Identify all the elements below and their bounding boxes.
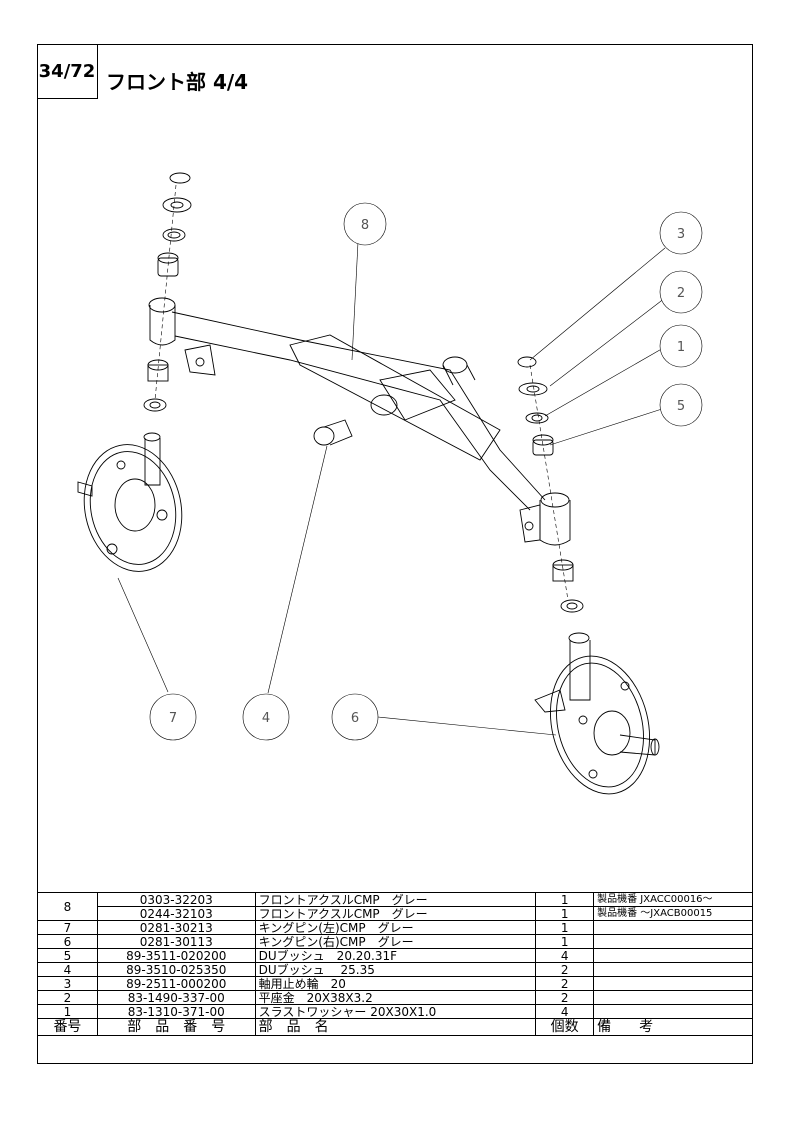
page-title: フロント部 4/4 xyxy=(106,70,249,94)
parts-table: 8 0303-32203 フロントアクスルCMP グレー 1 製品機番 JXAC… xyxy=(37,892,753,1036)
callout-1: 1 xyxy=(659,324,703,368)
table-row: 8 0303-32203 フロントアクスルCMP グレー 1 製品機番 JXAC… xyxy=(37,892,753,921)
svg-text:7: 7 xyxy=(169,711,177,726)
callout-3: 3 xyxy=(659,211,703,255)
col-header-part-number: 部 品 番 号 xyxy=(96,1018,256,1036)
remarks xyxy=(593,990,753,1005)
part-name: フロントアクスルCMP グレー xyxy=(254,906,537,921)
svg-text:2: 2 xyxy=(677,286,685,301)
part-name: フロントアクスルCMP グレー xyxy=(254,892,537,907)
part-name: DUブッシュ 25.35 xyxy=(254,962,537,977)
du-bushings xyxy=(313,356,476,446)
row-number: 3 xyxy=(37,976,98,991)
callout-7: 7 xyxy=(149,693,197,741)
left-hardware-stack xyxy=(143,172,192,412)
table-row: 5 89-3511-020200 DUブッシュ 20.20.31F 4 xyxy=(37,948,753,963)
col-header-remarks: 備 考 xyxy=(593,1018,753,1036)
remarks xyxy=(593,948,753,963)
row-number: 6 xyxy=(37,934,98,949)
part-number: 89-2511-000200 xyxy=(96,976,256,991)
part-name: DUブッシュ 20.20.31F xyxy=(254,948,537,963)
svg-text:3: 3 xyxy=(677,227,685,242)
exploded-parts-diagram: 8 3 2 1 5 7 4 6 xyxy=(77,172,703,795)
part-name: 軸用止め輪 20 xyxy=(254,976,537,991)
part-name: キングピン(右)CMP グレー xyxy=(254,934,537,949)
quantity: 2 xyxy=(535,962,595,977)
right-hardware-stack xyxy=(517,356,584,613)
quantity: 4 xyxy=(535,1004,595,1019)
col-header-part-name: 部 品 名 xyxy=(254,1018,537,1036)
row-number: 4 xyxy=(37,962,98,977)
quantity: 2 xyxy=(535,976,595,991)
row-number: 5 xyxy=(37,948,98,963)
svg-text:5: 5 xyxy=(677,399,685,414)
table-row: 2 83-1490-337-00 平座金 20X38X3.2 2 xyxy=(37,990,753,1005)
part-name: スラストワッシャー 20X30X1.0 xyxy=(254,1004,537,1019)
row-number: 7 xyxy=(37,920,98,935)
right-kingpin xyxy=(534,632,660,795)
part-name: 平座金 20X38X3.2 xyxy=(254,990,537,1005)
table-row: 7 0281-30213 キングピン(左)CMP グレー 1 xyxy=(37,920,753,935)
svg-text:8: 8 xyxy=(361,218,369,233)
remarks xyxy=(593,976,753,991)
remarks xyxy=(593,934,753,949)
quantity: 1 xyxy=(535,920,595,935)
part-number: 89-3510-025350 xyxy=(96,962,256,977)
callout-8: 8 xyxy=(343,202,387,246)
remarks xyxy=(593,920,753,935)
svg-text:1: 1 xyxy=(677,340,685,355)
row-number: 1 xyxy=(37,1004,98,1019)
callout-4: 4 xyxy=(242,693,290,741)
center-lines xyxy=(154,184,569,601)
svg-text:6: 6 xyxy=(351,711,359,726)
table-row: 4 89-3510-025350 DUブッシュ 25.35 2 xyxy=(37,962,753,977)
table-row: 3 89-2511-000200 軸用止め輪 20 2 xyxy=(37,976,753,991)
callout-6: 6 xyxy=(331,693,379,741)
remarks xyxy=(593,1004,753,1019)
part-number: 83-1490-337-00 xyxy=(96,990,256,1005)
callout-5: 5 xyxy=(659,383,703,427)
part-number: 83-1310-371-00 xyxy=(96,1004,256,1019)
part-name: キングピン(左)CMP グレー xyxy=(254,920,537,935)
leader-lines xyxy=(117,241,666,736)
quantity: 4 xyxy=(535,948,595,963)
svg-text:4: 4 xyxy=(262,711,270,726)
table-row: 1 83-1310-371-00 スラストワッシャー 20X30X1.0 4 xyxy=(37,1004,753,1019)
row-number: 2 xyxy=(37,990,98,1005)
table-header-row: 番号 部 品 番 号 部 品 名 個数 備 考 xyxy=(37,1018,753,1036)
quantity: 2 xyxy=(535,990,595,1005)
part-number: 0244-32103 xyxy=(96,906,256,921)
part-number: 89-3511-020200 xyxy=(96,948,256,963)
quantity: 1 xyxy=(535,906,595,921)
part-number: 0281-30113 xyxy=(96,934,256,949)
remarks: 製品機番 ～JXACB00015 xyxy=(593,906,753,921)
quantity: 1 xyxy=(535,892,595,907)
left-kingpin xyxy=(77,432,183,572)
callout-2: 2 xyxy=(659,270,703,314)
table-row: 6 0281-30113 キングピン(右)CMP グレー 1 xyxy=(37,934,753,949)
part-number: 0281-30213 xyxy=(96,920,256,935)
remarks: 製品機番 JXACC00016～ xyxy=(593,892,753,907)
part-number: 0303-32203 xyxy=(96,892,256,907)
row-number: 8 xyxy=(37,892,98,921)
page-frame xyxy=(37,44,753,1064)
col-header-quantity: 個数 xyxy=(535,1018,595,1036)
col-header-number: 番号 xyxy=(37,1018,98,1036)
table-row: 0244-32103 フロントアクスルCMP グレー 1 製品機番 ～JXACB… xyxy=(38,906,753,921)
quantity: 1 xyxy=(535,934,595,949)
front-axle xyxy=(148,297,571,546)
remarks xyxy=(593,962,753,977)
page-number: 34/72 xyxy=(37,44,98,99)
